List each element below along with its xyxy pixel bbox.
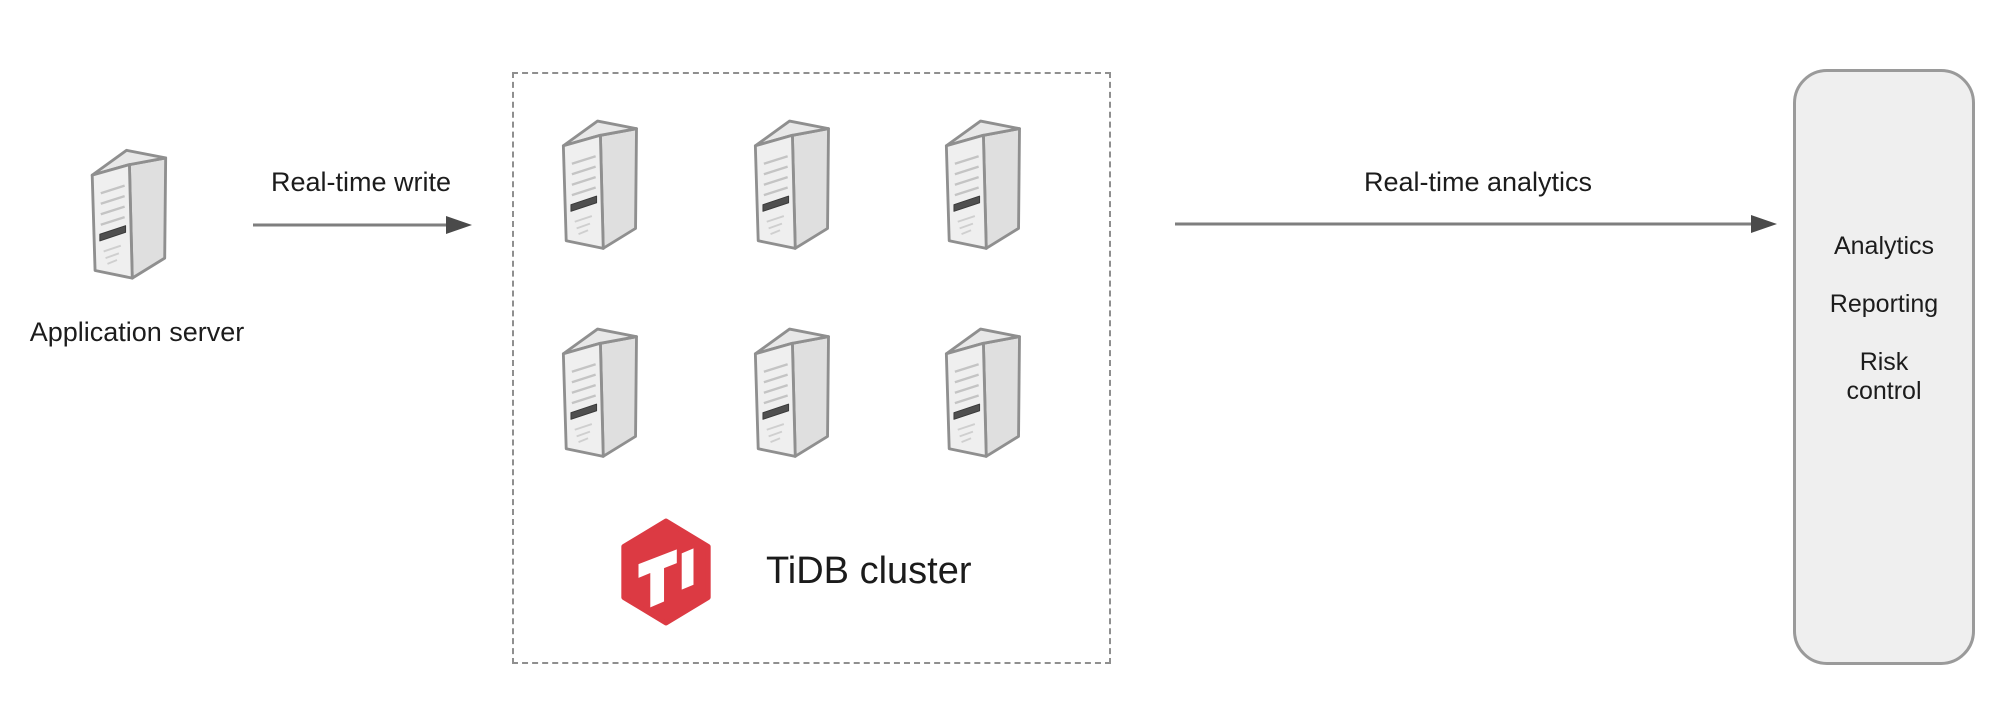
cluster-server-6 <box>934 314 1029 460</box>
server-tower-icon <box>78 136 177 281</box>
use-case-analytics: Analytics <box>1833 232 1935 260</box>
cluster-server-4 <box>551 314 646 460</box>
arrow-head-icon <box>446 216 472 234</box>
tidb-cluster-label: TiDB cluster <box>766 550 972 592</box>
arrow-head-icon <box>1751 215 1777 233</box>
server-tower-icon <box>551 106 646 252</box>
server-tower-icon <box>934 106 1029 252</box>
use-case-list: Analytics Reporting Risk control <box>1796 232 1972 435</box>
cluster-server-5 <box>743 314 838 460</box>
app-server-label: Application server <box>29 317 245 347</box>
use-case-panel: Analytics Reporting Risk control <box>1793 69 1975 665</box>
server-tower-icon <box>743 314 838 460</box>
edge-label-real-time-analytics: Real-time analytics <box>1363 167 1593 197</box>
use-case-reporting: Reporting <box>1829 290 1939 318</box>
server-tower-icon <box>743 106 838 252</box>
server-tower-icon <box>551 314 646 460</box>
server-tower-icon <box>934 314 1029 460</box>
cluster-server-3 <box>934 106 1029 252</box>
use-case-risk-control: Risk control <box>1846 348 1922 405</box>
arrow-analytics <box>1175 215 1777 233</box>
cluster-server-2 <box>743 106 838 252</box>
edge-label-real-time-write: Real-time write <box>270 167 452 197</box>
tidb-cluster-box <box>512 72 1111 664</box>
tidb-logo-icon <box>612 518 720 626</box>
cluster-server-1 <box>551 106 646 252</box>
app-server-node <box>78 136 177 281</box>
arrow-write <box>253 216 472 234</box>
